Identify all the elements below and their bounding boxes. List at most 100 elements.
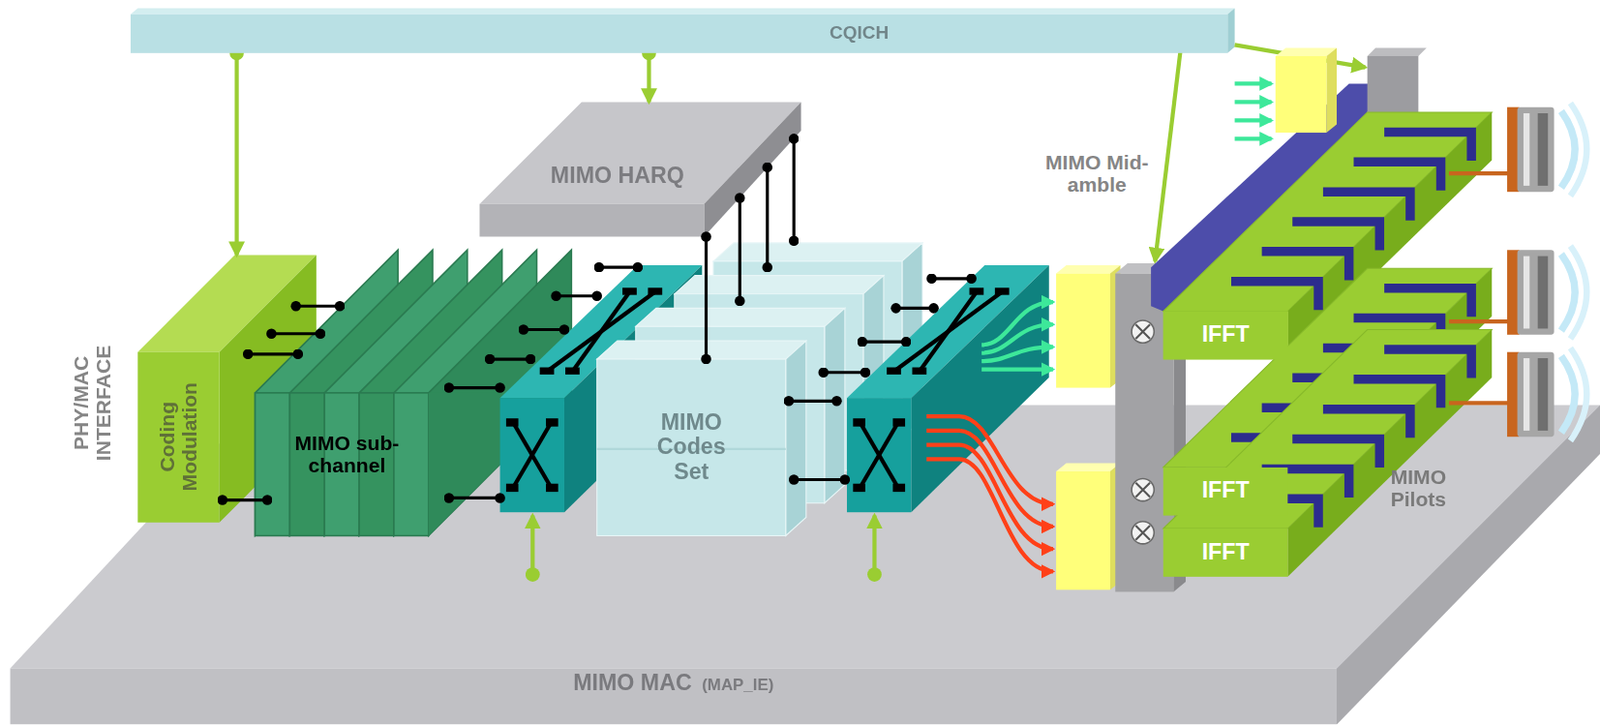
control-arrow: [872, 514, 876, 574]
control-arrow: [1154, 40, 1181, 262]
stream-arrow: [981, 367, 1054, 372]
harq-slab: MIMO HARQ: [479, 101, 801, 237]
signal-wire: [296, 304, 340, 308]
switch-block: [846, 265, 1050, 513]
harq-slab: [703, 101, 801, 237]
block-name: MIMO sub-channel: [262, 431, 431, 477]
codes-set-stack: [597, 340, 807, 360]
subchannel-plates: [255, 249, 399, 536]
codes-set-stack: [824, 307, 846, 503]
antenna-feed: [1449, 171, 1509, 176]
codes-set-stack: [713, 242, 923, 262]
coding-modulation-block: Coding Modulation: [137, 255, 316, 523]
cqich-band: CQICH: [130, 14, 1228, 54]
codes-set-block: MIMO Codes Set: [597, 359, 786, 536]
midamble-slab: [1367, 56, 1419, 113]
interface-label: PHY/MAC INTERFACE: [69, 336, 115, 470]
codes-set-stack: [785, 340, 807, 536]
cqich-bar: [1227, 7, 1235, 53]
buffer-block: [1056, 463, 1120, 472]
stream-arrow: [1235, 81, 1272, 86]
multiplier-symbol: [1135, 525, 1150, 541]
signal-wire: [896, 306, 935, 310]
signal-wire: [222, 498, 268, 502]
signal-wire: [793, 478, 846, 482]
subchannel-plates: [255, 392, 291, 537]
buffer-block: [1056, 273, 1111, 389]
antenna-symbol: [1507, 347, 1587, 441]
buffer-block: [1056, 265, 1120, 273]
multiplier-symbol: [1131, 478, 1154, 501]
signal-wire: [792, 138, 796, 241]
multiplier-symbol: [1131, 521, 1154, 544]
connector: [646, 53, 651, 103]
harq-slab: [479, 101, 801, 237]
subchannel-plates: [289, 249, 433, 536]
antenna-feed: [1449, 173, 1509, 403]
signal-wire: [599, 266, 638, 270]
stream-arrow: [1235, 118, 1272, 122]
antenna-feed: [1449, 400, 1509, 405]
subchannel-stack: MIMO sub-channel: [256, 413, 438, 495]
connector: [704, 237, 708, 361]
signal-wire: [449, 386, 501, 390]
platform-name: MIMO MAC: [573, 670, 692, 695]
channel-name: CQICH: [829, 23, 889, 44]
midamble-slab: [1275, 48, 1337, 57]
multiplier-symbol: [1131, 320, 1154, 544]
signal-wire: [489, 358, 531, 362]
antenna-symbol: [1507, 245, 1587, 339]
cqich-bar: [130, 7, 1236, 53]
signal-wire: [931, 276, 971, 280]
signal-wire: [862, 340, 906, 344]
midamble-slab: [1275, 56, 1328, 133]
ifft-block: IFFT: [1163, 311, 1289, 361]
signal-wire: [765, 167, 769, 268]
block-name: IFFT: [1202, 540, 1250, 565]
signal-wire: [523, 328, 565, 332]
stream-arrow: [926, 416, 1054, 572]
multiplier-symbol: [1135, 483, 1150, 498]
mac-platform: MIMO MAC (MAP_IE): [10, 670, 1337, 725]
antenna-symbol: [1507, 102, 1587, 196]
signal-wire: [449, 496, 501, 500]
stream-arrow: [1235, 136, 1272, 141]
signal-wire: [247, 352, 299, 356]
platform-name: (MAP_IE): [701, 675, 774, 695]
stream-arrow: [926, 458, 1054, 572]
pilots-label: MIMO Pilots: [1372, 465, 1465, 511]
harq-slab: [479, 204, 704, 238]
subchannel-plates: [393, 392, 429, 537]
antenna-feed: [1449, 319, 1509, 324]
signal-wire: [823, 370, 866, 374]
midamble-slab: [1367, 48, 1427, 57]
block-name: MIMO Codes Set: [640, 410, 743, 484]
ifft-block: IFFT: [1163, 467, 1289, 516]
ofdm-chain: [1163, 330, 1492, 577]
signal-wire: [556, 294, 598, 298]
buffer-block: [1056, 265, 1120, 590]
stream-arrow: [1235, 99, 1272, 104]
base-platform: [10, 668, 1337, 725]
multiplier-symbol: [1135, 324, 1150, 339]
signal-wire: [222, 138, 972, 500]
multiplier-symbol: [1131, 320, 1154, 343]
signal-wire: [271, 332, 321, 335]
coding-modulation-box: [137, 352, 219, 523]
ifft-block: IFFT: [1163, 528, 1289, 577]
block-name: MIMO HARQ: [550, 163, 685, 188]
control-arrow: [530, 514, 535, 574]
connector: [234, 53, 239, 256]
codes-set-stack: [597, 359, 786, 536]
midamble-label: MIMO Mid-amble: [1038, 150, 1155, 196]
signal-wire: [788, 399, 838, 403]
block-name: IFFT: [1202, 479, 1250, 504]
midamble-slab: [1326, 48, 1337, 133]
stream-arrow: [981, 346, 1054, 362]
signal-wire: [738, 198, 742, 302]
codes-set-stack: [635, 307, 846, 327]
buffer-block: [1056, 471, 1111, 590]
